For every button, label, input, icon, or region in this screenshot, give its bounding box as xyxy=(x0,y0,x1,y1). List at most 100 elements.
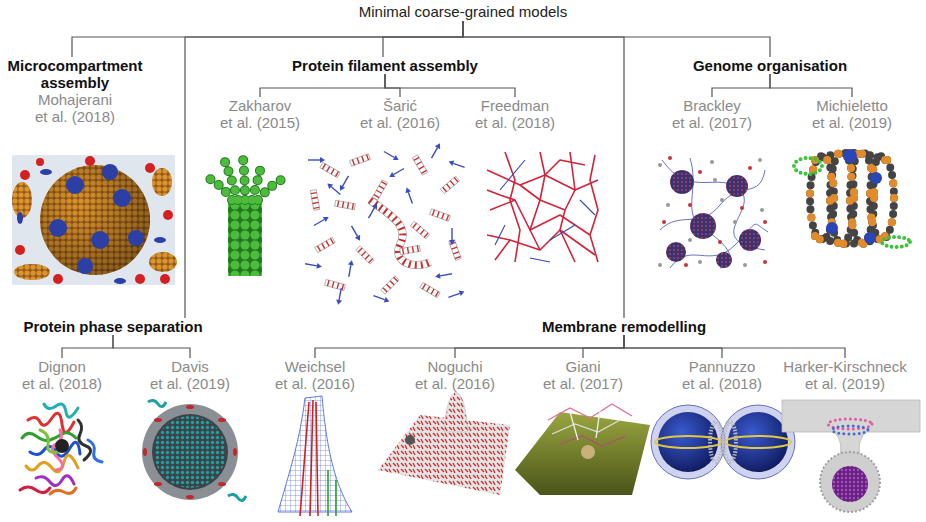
filament-bundle-illustration xyxy=(258,178,285,200)
chromatin-illustration xyxy=(688,238,692,242)
amyloid-illustration xyxy=(449,228,455,245)
tree-connector xyxy=(383,21,463,57)
lipid-bilayer-illustration xyxy=(560,436,626,446)
amyloid-illustration xyxy=(308,157,325,163)
chromatin-illustration xyxy=(698,260,702,264)
condensate-illustration xyxy=(20,404,102,494)
microcompartment-illustration xyxy=(152,168,172,196)
chromatin-illustration xyxy=(684,263,688,267)
microcompartment-illustration xyxy=(14,264,50,280)
microcompartment-illustration xyxy=(160,274,170,284)
chromatin-illustration xyxy=(668,156,672,160)
filament-bundle-illustration xyxy=(208,158,285,276)
chromatin-illustration xyxy=(666,242,686,262)
microcompartment-illustration xyxy=(113,189,131,207)
chromatin-illustration xyxy=(666,203,670,207)
membrane-surface-illustration xyxy=(444,392,468,432)
chromatin-illustration xyxy=(662,156,767,267)
amyloid-illustration xyxy=(370,200,430,265)
chromatin-illustration xyxy=(670,170,694,194)
reference-text: Giani et al. (2017) xyxy=(523,358,643,392)
lipid-bilayer-illustration xyxy=(548,404,632,446)
nuclear-pore-illustration xyxy=(228,494,246,500)
escrt-budding-illustration xyxy=(820,452,880,512)
amyloid-illustration xyxy=(366,202,380,220)
chromatin-illustration xyxy=(726,175,748,197)
dna-topology-illustration xyxy=(815,234,890,244)
tree-connector xyxy=(113,335,190,358)
nuclear-pore-illustration xyxy=(186,495,194,499)
root-label: Minimal coarse-grained models xyxy=(343,3,583,21)
escrt-budding-illustration xyxy=(832,426,868,434)
condensate-illustration xyxy=(40,430,58,452)
dna-topology-illustration xyxy=(794,149,910,247)
tree-connector xyxy=(624,335,845,358)
tree-connector xyxy=(260,74,385,97)
filament-bundle-illustration xyxy=(208,158,285,200)
actin-network-illustration xyxy=(487,152,598,262)
reference-text: Mohajerani et al. (2018) xyxy=(0,91,150,125)
tree-connector xyxy=(624,335,722,358)
title-text: Minimal coarse-grained models xyxy=(343,3,583,21)
reference-text: Michieletto et al. (2019) xyxy=(792,97,912,131)
amyloid-illustration xyxy=(315,237,335,252)
chromatin-illustration xyxy=(658,163,662,167)
dna-topology-illustration xyxy=(794,158,822,174)
nuclear-pore-illustration xyxy=(152,414,228,490)
amyloid-illustration xyxy=(325,280,346,291)
microcompartment-illustration xyxy=(114,278,126,284)
condensate-illustration xyxy=(55,439,69,453)
tree-connector xyxy=(385,74,515,97)
nuclear-pore-illustration xyxy=(142,404,238,500)
heading-text: Microcompartment assembly xyxy=(0,57,150,91)
microcompartment-illustration xyxy=(128,230,144,246)
amyloid-illustration xyxy=(429,142,443,160)
reference-text: Harker-Kirschneck et al. (2019) xyxy=(770,358,920,392)
reference-label: Giani et al. (2017) xyxy=(523,358,643,392)
amyloid-illustration xyxy=(440,176,459,193)
microcompartment-illustration xyxy=(102,164,118,180)
chromatin-illustration xyxy=(739,229,761,251)
reference-label: Pannuzzo et al. (2018) xyxy=(662,358,782,392)
microcompartment-illustration xyxy=(15,245,25,255)
reference-text: Brackley et al. (2017) xyxy=(652,97,772,131)
category-heading: Membrane remodelling xyxy=(514,318,734,335)
nuclear-pore-illustration xyxy=(143,405,237,499)
filopodium-illustration xyxy=(316,402,318,516)
condensate-illustration xyxy=(88,440,102,462)
amyloid-illustration xyxy=(325,181,342,197)
tree-connector xyxy=(712,74,770,97)
microcompartment-illustration xyxy=(135,274,145,284)
reference-label: Brackley et al. (2017) xyxy=(652,97,772,131)
microcompartment-illustration xyxy=(85,156,95,166)
tree-connector xyxy=(583,335,624,358)
amyloid-illustration xyxy=(430,209,451,221)
microcompartment-illustration xyxy=(66,176,84,194)
chromatin-illustration xyxy=(740,206,744,210)
amyloid-illustration xyxy=(312,214,330,228)
nuclear-pore-illustration xyxy=(154,482,162,486)
vesicle-fission-illustration xyxy=(710,422,722,462)
nuclear-pore-illustration xyxy=(154,416,226,488)
chromatin-illustration xyxy=(713,178,717,182)
condensate-illustration xyxy=(50,488,76,494)
actin-network-illustration xyxy=(485,150,600,265)
microcompartment-illustration xyxy=(163,210,173,220)
reference-label: Noguchi et al. (2016) xyxy=(395,358,515,392)
chromatin-illustration xyxy=(760,208,764,212)
chromatin-illustration xyxy=(748,166,752,170)
microcompartment-illustration xyxy=(40,165,150,275)
dna-topology-illustration xyxy=(864,232,876,244)
nuclear-pore-illustration xyxy=(148,400,166,406)
tree-connector xyxy=(455,335,624,358)
nuclear-pore-illustration xyxy=(154,418,162,422)
microcompartment-illustration xyxy=(36,158,44,166)
category-heading: Protein filament assembly xyxy=(265,57,505,74)
chromatin-illustration xyxy=(658,158,764,267)
microcompartment-illustration xyxy=(53,274,63,284)
dna-topology-illustration xyxy=(826,222,838,234)
heading-text: Genome organisation xyxy=(680,57,860,74)
filopodium-illustration xyxy=(327,470,329,516)
